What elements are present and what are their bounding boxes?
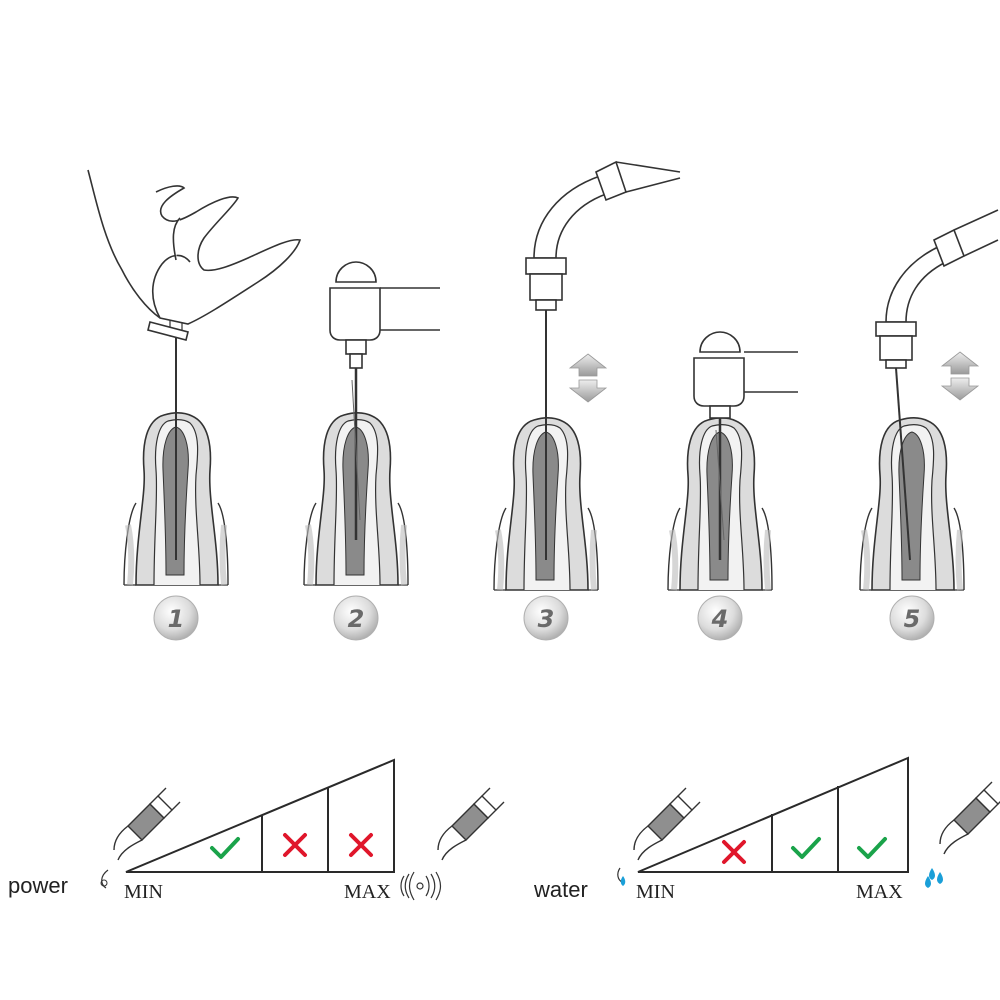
- up-down-arrow-icon: [569, 353, 607, 403]
- check-icon: [210, 837, 240, 859]
- step-number: 5: [904, 605, 921, 633]
- power-min-label: MIN: [124, 881, 163, 903]
- step-number-badge: 1: [153, 595, 199, 641]
- check-icon: [791, 837, 821, 859]
- cross-icon: [722, 840, 746, 864]
- scaler-handpiece-icon: [525, 160, 681, 311]
- step-number-badge: 3: [523, 595, 569, 641]
- step-number: 1: [168, 605, 185, 633]
- step-number: 4: [711, 605, 729, 633]
- water-scale: water MIN MAX: [533, 756, 1000, 903]
- step-2-illustration: [304, 261, 440, 585]
- handpiece-icon: [693, 331, 798, 419]
- step-number: 3: [538, 605, 555, 633]
- power-label: power: [8, 873, 68, 898]
- water-label: water: [533, 877, 588, 902]
- step-3-illustration: [494, 160, 681, 590]
- scaler-handpiece-icon: [875, 209, 999, 369]
- hand-icon: [87, 169, 302, 341]
- handpiece-icon: [329, 261, 440, 369]
- vibration-waves-icon: [400, 871, 442, 901]
- step-4-illustration: [668, 331, 798, 590]
- scaler-handpiece-icon: [113, 787, 181, 861]
- power-scale: power MIN MAX: [8, 758, 505, 903]
- cross-icon: [283, 833, 307, 857]
- check-icon: [857, 837, 887, 859]
- step-5-illustration: [860, 209, 999, 590]
- step-1-illustration: [87, 169, 302, 585]
- scaler-handpiece-icon: [437, 787, 505, 861]
- step-number-badge: 2: [333, 595, 379, 641]
- cross-icon: [349, 833, 373, 857]
- scaler-handpiece-icon: [939, 781, 1000, 855]
- water-drops-icon: [925, 868, 943, 888]
- step-number: 2: [348, 605, 365, 633]
- step-number-badge: 4: [697, 595, 743, 641]
- power-max-label: MAX: [344, 881, 391, 903]
- water-min-label: MIN: [636, 881, 675, 903]
- step-number-badge: 5: [889, 595, 935, 641]
- up-down-arrow-icon: [941, 351, 979, 401]
- water-max-label: MAX: [856, 881, 903, 903]
